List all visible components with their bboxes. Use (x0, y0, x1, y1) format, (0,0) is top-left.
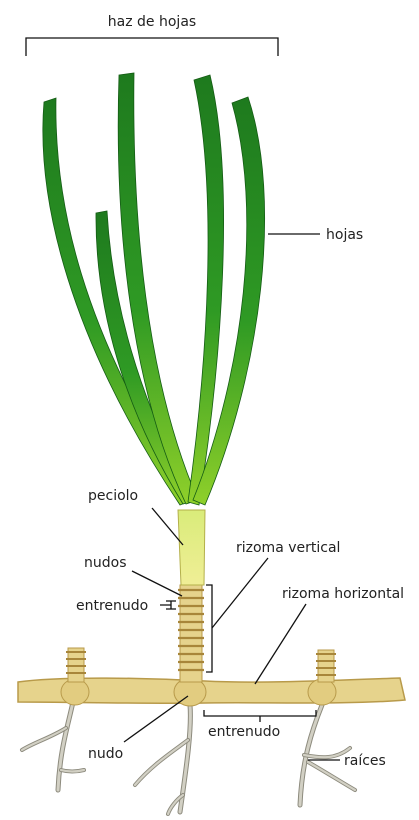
horizontal-internode-bracket (204, 710, 316, 722)
horizontal-rhizome-leader (255, 604, 306, 684)
root-center (135, 705, 190, 814)
label-nodes: nudos (84, 555, 127, 571)
label-node: nudo (88, 746, 123, 762)
label-vertical-internode: entrenudo (76, 598, 148, 614)
vertical-rhizome-leader (212, 558, 268, 628)
vertical-rhizome-bracket (206, 585, 212, 672)
label-horizontal-internode: entrenudo (208, 724, 280, 740)
vertical-internode-bracket (160, 601, 176, 609)
root-left (22, 692, 84, 790)
label-leaf-bundle: haz de hojas (108, 14, 196, 30)
label-horizontal-rhizome: rizoma horizontal (282, 586, 404, 602)
nodes-leader (132, 571, 182, 596)
vertical-rhizome (178, 585, 204, 682)
short-shoot-right (316, 650, 336, 682)
rhizome-node-left (61, 679, 89, 705)
label-petiole: peciolo (88, 488, 138, 504)
roots-group (22, 692, 355, 814)
leaf-bundle-bracket (26, 38, 278, 56)
petiole (178, 510, 205, 585)
rhizome-node-right (308, 679, 336, 705)
label-vertical-rhizome: rizoma vertical (236, 540, 340, 556)
label-leaves: hojas (326, 227, 363, 243)
leaves-group (43, 73, 265, 505)
label-roots: raíces (344, 753, 386, 769)
short-shoot-left (66, 648, 86, 682)
